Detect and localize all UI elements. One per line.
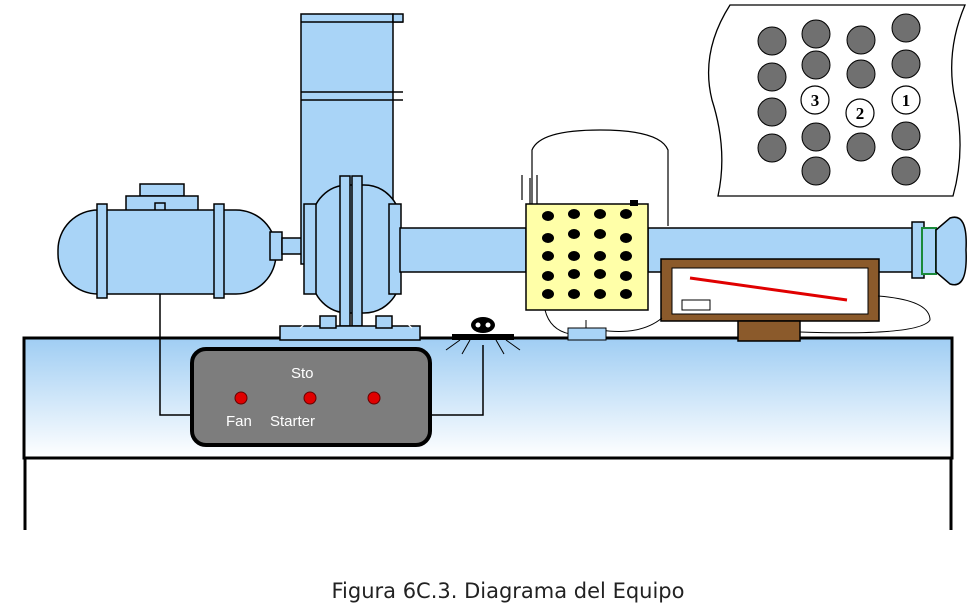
detail-tube [891,13,921,43]
fan-base-plate [279,325,421,341]
detail-tube [891,121,921,151]
test-tube-dot [620,271,632,281]
labeled-tube-3: 3 [800,85,830,115]
detail-tube [757,26,787,56]
motor-end-ring-right [213,203,225,299]
test-tube-dot [542,271,554,281]
test-tube-dot [542,251,554,261]
detail-tube [891,49,921,79]
detail-tube [846,25,876,55]
detail-outline [707,4,966,197]
bench [22,336,954,530]
test-tube-dot [620,209,632,219]
indicator-light-stop [367,391,381,405]
motor-body [57,209,277,295]
pressure-tubing [544,295,931,335]
detail-tube [801,122,831,152]
fan-support-lines [299,299,413,329]
test-tube-dot [542,289,554,299]
label-sto: Sto [291,365,314,382]
test-section-tubes [542,209,632,299]
duct-outlet-bell [935,216,967,286]
duct-outlet-seal [921,227,937,275]
test-tube-dot [594,229,606,239]
detail-tubes [757,13,921,186]
fan-housing [279,175,421,341]
fan-mount-2 [375,315,393,329]
temperature-sensor [445,317,521,355]
test-tube-dot [568,269,580,279]
test-tube-dot [594,209,606,219]
test-tube-dot [568,251,580,261]
indicator-light-starter [303,391,317,405]
detail-tube [801,156,831,186]
motor-end-ring-left [96,203,108,299]
fan-disc-2 [351,175,363,327]
fan-flange-left [303,203,317,295]
motor [57,183,305,299]
test-section [525,200,649,311]
detail-tube [846,59,876,89]
manometer-scale-tab [681,299,711,311]
stack-lip [392,13,404,23]
fan-mount-1 [319,315,337,329]
figure-caption: Figura 6C.3. Diagrama del Equipo [331,579,684,603]
label-starter: Starter [270,413,315,430]
detail-tube [757,133,787,163]
heater-cable-loop [531,129,669,226]
test-section-clip [630,200,638,206]
manometer-stand [737,320,801,342]
detail-tube [891,156,921,186]
manometer-indicator [689,276,848,302]
wire-sensor [428,345,484,416]
duct-section-1 [399,227,527,273]
detail-tube [757,97,787,127]
test-tube-dot [594,289,606,299]
manometer [660,258,880,342]
motor-shaft-flange [269,231,283,261]
labeled-tube-2: 2 [845,98,875,128]
tube-label-1: 1 [902,91,911,110]
fan-flange-right [388,203,402,295]
tube-bank-detail: 3 2 1 [707,4,966,197]
labeled-tube-1: 1 [891,85,921,115]
fan-disc-1 [339,175,351,327]
test-tube-dot [542,233,554,243]
motor-terminal-box [139,183,185,197]
test-tube-dot [568,289,580,299]
tube-label-2: 2 [856,104,865,123]
test-tube-dot [620,233,632,243]
label-fan: Fan [226,413,252,430]
test-tube-dot [568,229,580,239]
control-panel: Sto Fan Starter [190,347,432,447]
indicator-light-fan [234,391,248,405]
detail-tube [801,19,831,49]
detail-tube [846,132,876,162]
test-tube-dot [568,209,580,219]
test-tube-dot [594,269,606,279]
detail-tube [801,50,831,80]
test-tube-dot [620,251,632,261]
test-tube-dot [594,251,606,261]
test-tube-dot [542,211,554,221]
bench-top [22,336,954,460]
test-tube-dot [620,289,632,299]
tube-label-3: 3 [811,91,820,110]
flow-sensor [567,320,607,341]
detail-tube [757,62,787,92]
